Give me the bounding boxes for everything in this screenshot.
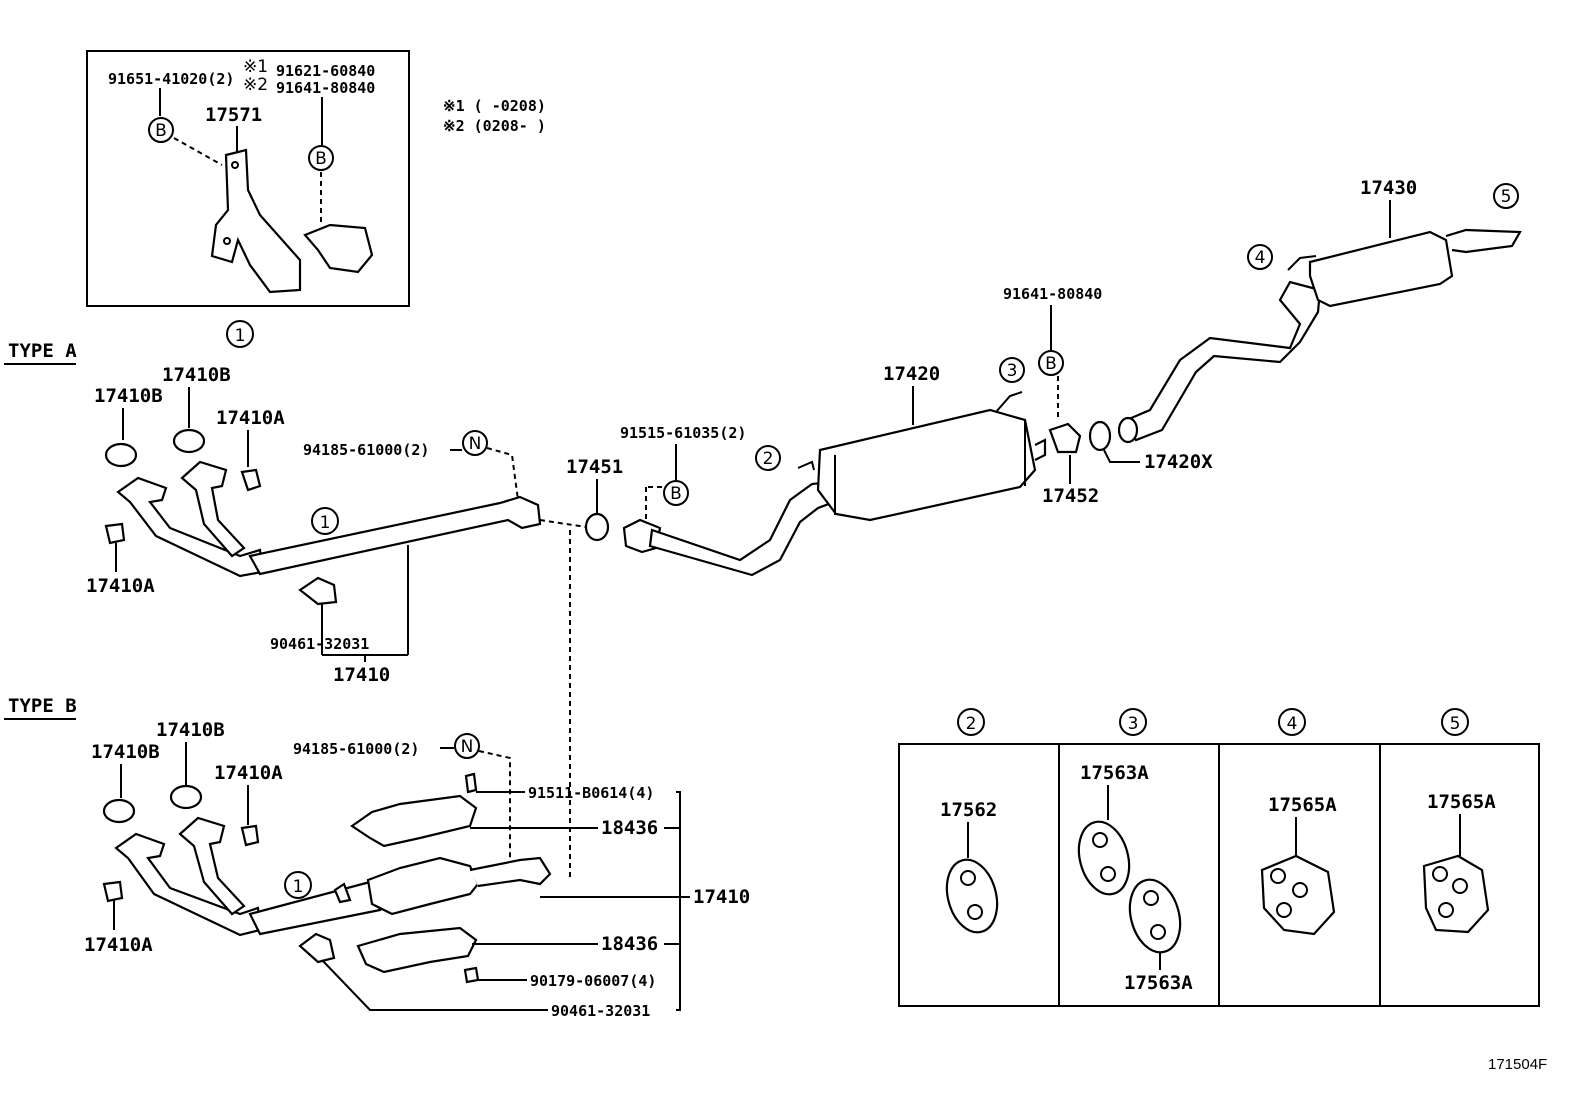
gasket-17420x: [1088, 420, 1112, 452]
type-a-clamp-label: 90461-32031: [270, 635, 369, 653]
type-b-heading: TYPE B: [8, 695, 77, 717]
type-a-manifold-left: [116, 476, 264, 578]
svg-text:N: N: [469, 434, 482, 454]
inset-clamp: [303, 223, 374, 274]
center-ref5: 5: [1501, 187, 1512, 207]
type-a-front-pipe: [248, 495, 542, 576]
type-b-manifold-left: [114, 832, 262, 937]
note-2: ※2 (0208- ): [443, 117, 546, 135]
type-a-ref: 1: [320, 513, 331, 533]
type-b-front-pipe: [248, 880, 382, 936]
type-b-heat-shield-top: [350, 794, 478, 848]
type-b-pipe-label: 17410: [693, 886, 750, 908]
gasket-17451-label: 17451: [566, 456, 623, 478]
type-b-nut: [463, 966, 480, 984]
gasket-17420x-label: 17420X: [1144, 451, 1213, 473]
type-b-clamp: [298, 932, 336, 964]
type-b-nut-a1-label: 17410A: [214, 762, 283, 784]
svg-text:B: B: [1045, 354, 1057, 374]
type-b-shield-bottom-label: 18436: [601, 933, 658, 955]
hanger-col-ref-1: 2: [966, 714, 977, 734]
type-b-nut-label: 90179-06007(4): [530, 972, 656, 990]
svg-text:B: B: [315, 149, 327, 169]
type-b-bolt: [464, 772, 478, 794]
type-a-nut-a1-label: 17410A: [216, 407, 285, 429]
type-a-gasket-1: [104, 442, 138, 468]
hanger-17565a-2-label: 17565A: [1427, 791, 1496, 813]
type-b-ref: 1: [293, 877, 304, 897]
type-a-nut-a2-label: 17410A: [86, 575, 155, 597]
gasket-17452-label: 17452: [1042, 485, 1099, 507]
type-a-gasket-2: [172, 428, 206, 454]
type-b-gasket-b1-label: 17410B: [91, 741, 160, 763]
type-a-nut-2: [104, 522, 126, 545]
hanger-col-ref-2: 3: [1128, 714, 1139, 734]
tail-pipe: [1120, 280, 1322, 442]
diagram-code: 171504F: [1488, 1056, 1547, 1073]
inset-mark1: ※1: [243, 57, 268, 77]
hanger-bracket-17571: [210, 148, 302, 294]
hanger-17563a-2: [1128, 878, 1182, 954]
type-a-nut-n-label: 94185-61000(2): [303, 441, 429, 459]
inset-caption-circle: [226, 320, 254, 348]
svg-text:N: N: [461, 737, 474, 757]
inset-b-marker-1: [148, 117, 174, 143]
inset-bracket-label: 17571: [205, 104, 262, 126]
muffler-17420-label: 17420: [883, 363, 940, 385]
type-b-nut-n-label: 94185-61000(2): [293, 740, 419, 758]
center-bolt-b-label: 91641-80840: [1003, 285, 1102, 303]
muffler-17420: [816, 408, 1037, 522]
inset-box: [86, 50, 410, 307]
type-a-manifold-right: [180, 460, 246, 558]
hanger-17563a-1: [1077, 820, 1131, 896]
hanger-col-ref-3: 4: [1287, 714, 1298, 734]
type-b-gasket-2: [169, 784, 203, 810]
type-b-nut-1: [240, 824, 260, 847]
type-b-nut-2: [102, 880, 124, 903]
hanger-17562: [945, 858, 999, 934]
type-a-gasket-b1-label: 17410B: [94, 385, 163, 407]
inset-bolt-b1-label: 91621-60840: [276, 62, 375, 80]
type-b-heat-shield-bottom: [356, 926, 478, 974]
type-b-catalytic-converter: [366, 856, 480, 916]
note-1: ※1 ( -0208): [443, 97, 546, 115]
type-a-nut-1: [240, 468, 262, 492]
center-ref3: 3: [1007, 361, 1018, 381]
hanger-17565a-2: [1422, 854, 1490, 934]
type-a-clamp: [298, 576, 338, 606]
hanger-col-ref-4: 5: [1450, 714, 1461, 734]
hanger-17563a-top-label: 17563A: [1080, 762, 1149, 784]
gasket-17451: [584, 512, 610, 542]
muffler-17430-label: 17430: [1360, 177, 1417, 199]
type-b-clamp-label: 90461-32031: [551, 1002, 650, 1020]
center-bolt-label: 91515-61035(2): [620, 424, 746, 442]
type-a-pipe-label: 17410: [333, 664, 390, 686]
type-a-heading: TYPE A: [8, 340, 77, 362]
type-b-manifold-right: [178, 816, 246, 916]
hanger-17565a-1: [1260, 854, 1336, 936]
type-b-gasket-b2-label: 17410B: [156, 719, 225, 741]
inset-mark2: ※2: [243, 75, 268, 95]
hanger-17565a-1-label: 17565A: [1268, 794, 1337, 816]
hanger-17563a-bottom-label: 17563A: [1124, 972, 1193, 994]
gasket-17452: [1048, 422, 1082, 454]
svg-text:B: B: [670, 484, 682, 504]
inset-bolt-b2-label: 91641-80840: [276, 79, 375, 97]
hanger-17562-label: 17562: [940, 799, 997, 821]
type-b-gasket-1: [102, 798, 136, 824]
center-ref4: 4: [1255, 248, 1266, 268]
type-b-bolt-label: 91511-B0614(4): [528, 784, 654, 802]
type-b-shield-top-label: 18436: [601, 817, 658, 839]
inset-b-marker-2: [308, 145, 334, 171]
svg-text:B: B: [155, 121, 167, 141]
center-ref2: 2: [763, 449, 774, 469]
muffler-17430: [1308, 230, 1454, 308]
type-a-gasket-b2-label: 17410B: [162, 364, 231, 386]
inset-bolt-a-label: 91651-41020(2): [108, 70, 234, 88]
type-b-nut-a2-label: 17410A: [84, 934, 153, 956]
inset-caption: 1: [235, 326, 246, 346]
